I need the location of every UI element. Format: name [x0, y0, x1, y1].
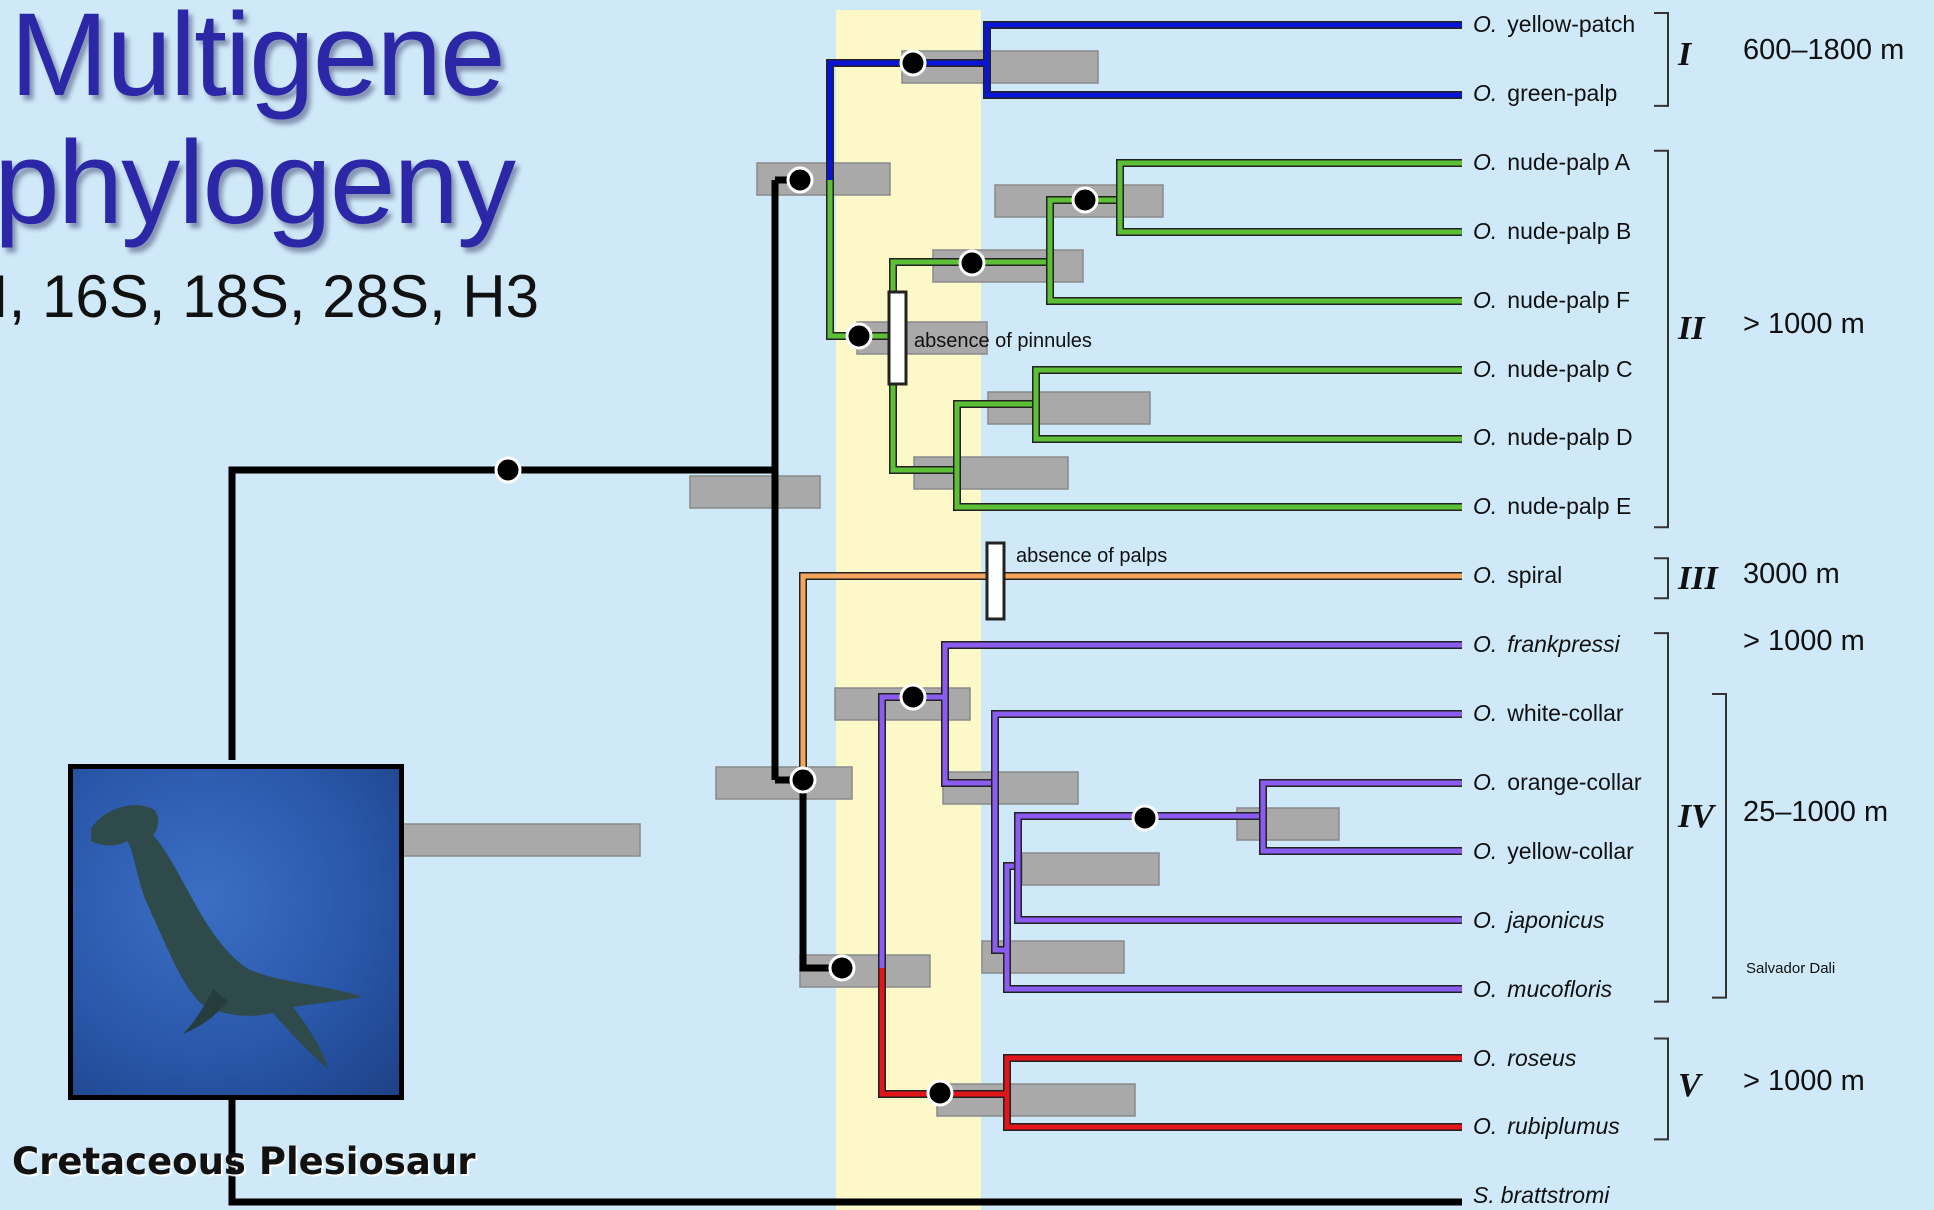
taxon-label: O. nude-palp B [1473, 218, 1631, 245]
species-name: rubiplumus [1507, 1113, 1620, 1139]
depth-range: 25–1000 m [1743, 796, 1888, 829]
depth-frankpressi: > 1000 m [1743, 625, 1865, 658]
genus-abbrev: O. [1473, 562, 1497, 588]
support-node-1 [788, 168, 812, 192]
taxon-label: O. yellow-collar [1473, 838, 1634, 865]
species-name: nude-palp C [1507, 356, 1632, 382]
support-node-3 [847, 324, 871, 348]
clade-II-ab-outline [1120, 163, 1462, 232]
genus-abbrev: O. [1473, 1045, 1497, 1071]
error-bar-11 [943, 772, 1078, 804]
genus-abbrev: O. [1473, 838, 1497, 864]
clade-numeral: I [1678, 36, 1691, 74]
genus-abbrev: O. [1473, 976, 1497, 1002]
taxon-label: O. frankpressi [1473, 631, 1620, 658]
genus-abbrev: O. [1473, 631, 1497, 657]
marker-absence-of-pinnules [889, 292, 906, 384]
bracket-I [1654, 13, 1668, 106]
species-name: frankpressi [1507, 631, 1619, 657]
taxon-label: O. rubiplumus [1473, 1113, 1620, 1140]
support-node-8 [901, 685, 925, 709]
note-absence-of-pinnules: absence of pinnules [914, 330, 1092, 353]
genus-abbrev: O. [1473, 80, 1497, 106]
species-name: mucofloris [1507, 976, 1612, 1002]
genus-abbrev: O. [1473, 356, 1497, 382]
gene-list: I, 16S, 18S, 28S, H3 [0, 262, 539, 331]
species-name: spiral [1507, 562, 1562, 588]
taxon-label: O. yellow-patch [1473, 11, 1635, 38]
taxon-label: S.brattstromi [1473, 1182, 1609, 1209]
clade-numeral: V [1678, 1067, 1701, 1105]
genus-abbrev: O. [1473, 907, 1497, 933]
taxon-label: O. nude-palp D [1473, 424, 1633, 451]
genus-abbrev: O. [1473, 11, 1497, 37]
error-bar-13 [1022, 853, 1159, 885]
image-credit: Salvador Dali [1746, 960, 1835, 977]
genus-abbrev: O. [1473, 493, 1497, 519]
taxon-label: O. nude-palp E [1473, 493, 1631, 520]
species-name: nude-palp F [1507, 287, 1630, 313]
taxon-label: O. green-palp [1473, 80, 1617, 107]
bracket-IV-inner [1712, 694, 1726, 998]
bracket-II [1654, 151, 1668, 528]
support-node-0 [496, 458, 520, 482]
species-name: nude-palp E [1507, 493, 1631, 519]
clade-numeral: IV [1678, 798, 1714, 836]
genus-abbrev: O. [1473, 287, 1497, 313]
taxon-label: O. japonicus [1473, 907, 1604, 934]
support-node-4 [960, 251, 984, 275]
species-name: yellow-collar [1507, 838, 1634, 864]
taxon-label: O. spiral [1473, 562, 1562, 589]
genus-abbrev: O. [1473, 1113, 1497, 1139]
support-node-7 [830, 956, 854, 980]
plesiosaur-image [68, 764, 404, 1100]
species-name: brattstromi [1501, 1182, 1610, 1208]
genus-abbrev: O. [1473, 769, 1497, 795]
bracket-V [1654, 1039, 1668, 1140]
species-name: orange-collar [1507, 769, 1641, 795]
title-line-1: Multigene [10, 0, 504, 114]
species-name: nude-palp A [1507, 149, 1630, 175]
image-caption: Cretaceous Plesiosaur [12, 1140, 475, 1183]
clade-numeral: II [1678, 310, 1704, 348]
support-node-10 [928, 1081, 952, 1105]
genus-abbrev: S. [1473, 1182, 1495, 1208]
species-name: roseus [1507, 1045, 1576, 1071]
depth-range: 600–1800 m [1743, 34, 1904, 67]
error-bar-1 [690, 476, 820, 508]
depth-range: > 1000 m [1743, 1065, 1865, 1098]
taxon-label: O. nude-palp A [1473, 149, 1630, 176]
bracket-IV [1654, 633, 1668, 1002]
species-name: white-collar [1507, 700, 1623, 726]
clade-II-ab [1120, 163, 1462, 232]
marker-absence-of-palps [987, 543, 1004, 619]
support-node-2 [901, 51, 925, 75]
species-name: nude-palp D [1507, 424, 1632, 450]
genus-abbrev: O. [1473, 218, 1497, 244]
species-name: nude-palp B [1507, 218, 1631, 244]
genus-abbrev: O. [1473, 149, 1497, 175]
clade-numeral: III [1678, 560, 1718, 598]
depth-range: > 1000 m [1743, 308, 1865, 341]
taxon-label: O. mucofloris [1473, 976, 1612, 1003]
support-node-9 [1133, 806, 1157, 830]
taxon-label: O. orange-collar [1473, 769, 1642, 796]
species-name: green-palp [1507, 80, 1617, 106]
species-name: japonicus [1507, 907, 1604, 933]
note-absence-of-palps: absence of palps [1016, 545, 1167, 568]
depth-range: 3000 m [1743, 558, 1840, 591]
taxon-label: O. nude-palp F [1473, 287, 1630, 314]
genus-abbrev: O. [1473, 424, 1497, 450]
error-bar-16 [937, 1084, 1135, 1116]
support-node-5 [1073, 188, 1097, 212]
species-name: yellow-patch [1507, 11, 1635, 37]
support-node-6 [791, 768, 815, 792]
genus-abbrev: O. [1473, 700, 1497, 726]
taxon-label: O. roseus [1473, 1045, 1576, 1072]
taxon-label: O. white-collar [1473, 700, 1624, 727]
taxon-label: O. nude-palp C [1473, 356, 1633, 383]
bracket-III [1654, 558, 1668, 598]
error-bar-0 [394, 824, 640, 856]
title-line-2: phylogeny [0, 124, 514, 242]
